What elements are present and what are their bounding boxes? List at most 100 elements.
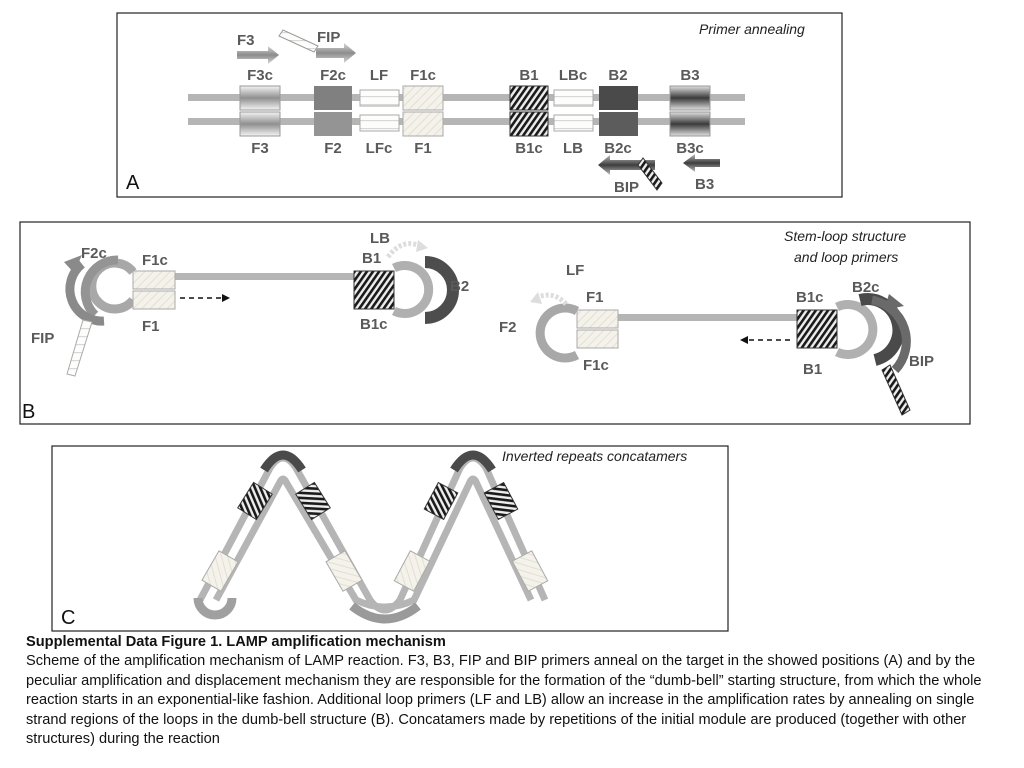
stem-strand	[175, 273, 355, 280]
box-b3	[669, 85, 711, 111]
box-f1c	[402, 85, 444, 111]
label-f1c: F1c	[410, 67, 436, 84]
box-lbc	[553, 89, 594, 107]
box-b1	[509, 85, 549, 111]
label-b1c-right: B1c	[796, 289, 824, 306]
primer-bip-label: BIP	[614, 179, 639, 196]
bip-loop-arrowhead	[884, 294, 904, 310]
bottom-strand	[188, 118, 745, 125]
box-f1c-right	[576, 329, 619, 349]
box-f1c-b	[132, 270, 176, 290]
label-b2: B2	[608, 67, 627, 84]
panel-c-frame	[51, 445, 729, 632]
box-b2	[599, 86, 638, 110]
bip-loop-arrow	[870, 295, 911, 374]
dumbbell-right: LF F1 F2 F1c B1c B2c B1 BIP	[499, 262, 934, 416]
lb-arrowhead	[416, 240, 428, 252]
panel-c: Inverted repeats concatamers C	[51, 445, 729, 632]
label-f1-right: F1	[586, 289, 604, 306]
label-lbc: LBc	[559, 67, 587, 84]
panel-a-letter: A	[126, 172, 140, 194]
hatch-block-2	[295, 481, 331, 521]
box-b1c	[509, 111, 549, 137]
light-block-3	[393, 550, 431, 592]
hatch-block-1	[237, 481, 273, 521]
loop-b	[392, 261, 434, 318]
hatch-block-4	[483, 481, 519, 521]
box-f1	[402, 111, 444, 137]
lf-arrowhead	[530, 292, 542, 304]
label-b1c: B1c	[515, 140, 543, 157]
label-f3: F3	[251, 140, 269, 157]
label-lfc: LFc	[366, 140, 393, 157]
box-f3	[239, 111, 281, 137]
primer-fip-arrow	[316, 43, 356, 63]
label-f2c: F2c	[320, 67, 346, 84]
panel-b-title-line1: Stem-loop structure	[784, 228, 906, 244]
label-lb: LB	[563, 140, 583, 157]
primer-fip-label: FIP	[317, 29, 340, 46]
light-block-4	[511, 550, 549, 592]
label-lf-b: LF	[566, 262, 584, 279]
extension-arrowhead-right	[740, 336, 748, 344]
label-f2-right: F2	[499, 319, 517, 336]
loop-f2	[535, 303, 580, 363]
label-f1-b: F1	[142, 318, 160, 335]
box-b3c	[669, 111, 711, 137]
top-strand	[188, 94, 745, 101]
caption-body: Scheme of the amplification mechanism of…	[26, 653, 982, 748]
label-f3c: F3c	[247, 67, 273, 84]
figure-caption: Supplemental Data Figure 1. LAMP amplifi…	[26, 633, 1011, 749]
label-b2c-right: B2c	[852, 279, 880, 296]
box-f3c	[239, 85, 281, 111]
extension-arrowhead	[222, 294, 230, 302]
label-b1-right: B1	[803, 361, 822, 378]
label-b1c-b: B1c	[360, 316, 388, 333]
light-block-2	[325, 550, 363, 592]
box-f1-right	[576, 309, 619, 329]
label-f1c-right: F1c	[583, 357, 609, 374]
caption-title: Supplemental Data Figure 1. LAMP amplifi…	[26, 634, 446, 650]
label-f2c-b: F2c	[81, 245, 107, 262]
box-f1-b	[132, 290, 176, 310]
label-b2c: B2c	[604, 140, 632, 157]
label-b1-b: B1	[362, 250, 381, 267]
fip-tail	[66, 319, 93, 377]
strand-inner	[212, 475, 535, 611]
box-f2	[314, 112, 352, 136]
light-block-1	[201, 550, 239, 592]
stem-strand-right	[618, 314, 798, 321]
primer-f3-label: F3	[237, 32, 255, 49]
box-lf	[359, 89, 400, 107]
box-lfc	[359, 114, 400, 132]
top-arc-right	[450, 450, 496, 473]
primer-b3-arrow	[683, 154, 720, 172]
panel-b-letter: B	[22, 401, 35, 423]
bottom-arc	[349, 602, 421, 624]
box-lb	[553, 114, 594, 132]
panel-b: Stem-loop structure and loop primers B F…	[19, 221, 971, 425]
loop-f2c	[87, 258, 137, 314]
primer-f3-arrow	[237, 46, 279, 64]
label-f1c-b: F1c	[142, 252, 168, 269]
fip-loop-arrowhead	[64, 255, 82, 273]
loop-b2c	[835, 300, 878, 359]
box-b2c	[599, 112, 638, 136]
loop-b2	[424, 256, 459, 324]
fip-arc	[65, 260, 105, 326]
label-f2: F2	[324, 140, 342, 157]
panel-a-title: Primer annealing	[699, 21, 805, 37]
panel-c-title: Inverted repeats concatamers	[502, 448, 687, 464]
bip-tail	[881, 364, 911, 416]
label-b2-b: B2	[450, 278, 469, 295]
label-b3: B3	[680, 67, 699, 84]
label-lb-b: LB	[370, 230, 390, 247]
label-fip-b: FIP	[31, 330, 54, 347]
panel-a: Primer annealing A F3c F2c LF F1c B1 LBc…	[116, 12, 843, 198]
panel-b-title-line2: and loop primers	[794, 249, 898, 265]
label-b3c: B3c	[676, 140, 704, 157]
end-loop	[193, 597, 237, 620]
hatch-block-3	[423, 481, 459, 521]
box-b1-b1c	[353, 270, 395, 310]
